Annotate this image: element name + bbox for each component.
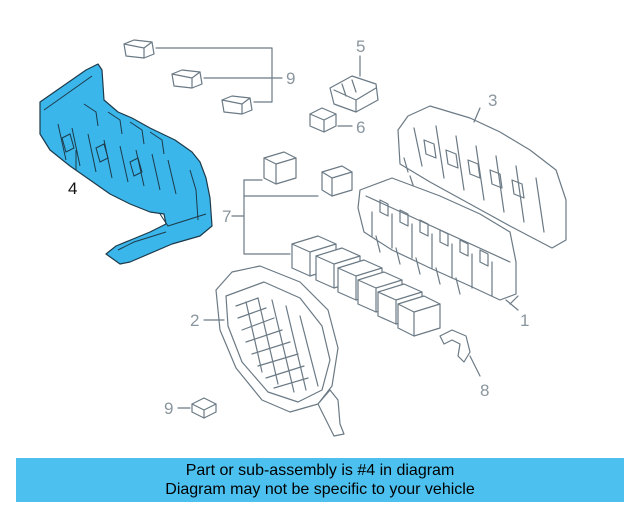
part-1-relay-base[interactable] [357,177,517,301]
part-7-relays[interactable] [263,151,441,337]
callout-9-bottom: 9 [164,399,173,418]
callout-4: 4 [68,179,77,198]
parts-diagram: 5 9 3 6 4 7 1 2 8 9 [39,37,567,437]
part-3-fuse-holder[interactable] [397,105,567,249]
callout-2: 2 [190,311,199,330]
banner-line-2: Diagram may not be specific to your vehi… [165,481,475,498]
callout-6: 6 [356,118,365,137]
part-6-terminal[interactable] [309,107,337,133]
callout-9-top: 9 [286,69,295,88]
callout-7: 7 [222,207,231,226]
info-banner: Part or sub-assembly is #4 in diagram Di… [16,458,624,502]
leader-lines [75,47,519,409]
callout-5: 5 [356,37,365,56]
callout-1: 1 [520,311,529,330]
part-5-connector[interactable] [329,75,379,113]
callout-8: 8 [480,381,489,400]
part-2-cover[interactable] [215,265,345,437]
part-8-clip[interactable] [439,329,471,363]
part-4-relay-carrier[interactable] [39,63,213,265]
banner-line-1: Part or sub-assembly is #4 in diagram [185,462,455,479]
part-9-terminals[interactable] [123,39,253,419]
callout-3: 3 [488,91,497,110]
